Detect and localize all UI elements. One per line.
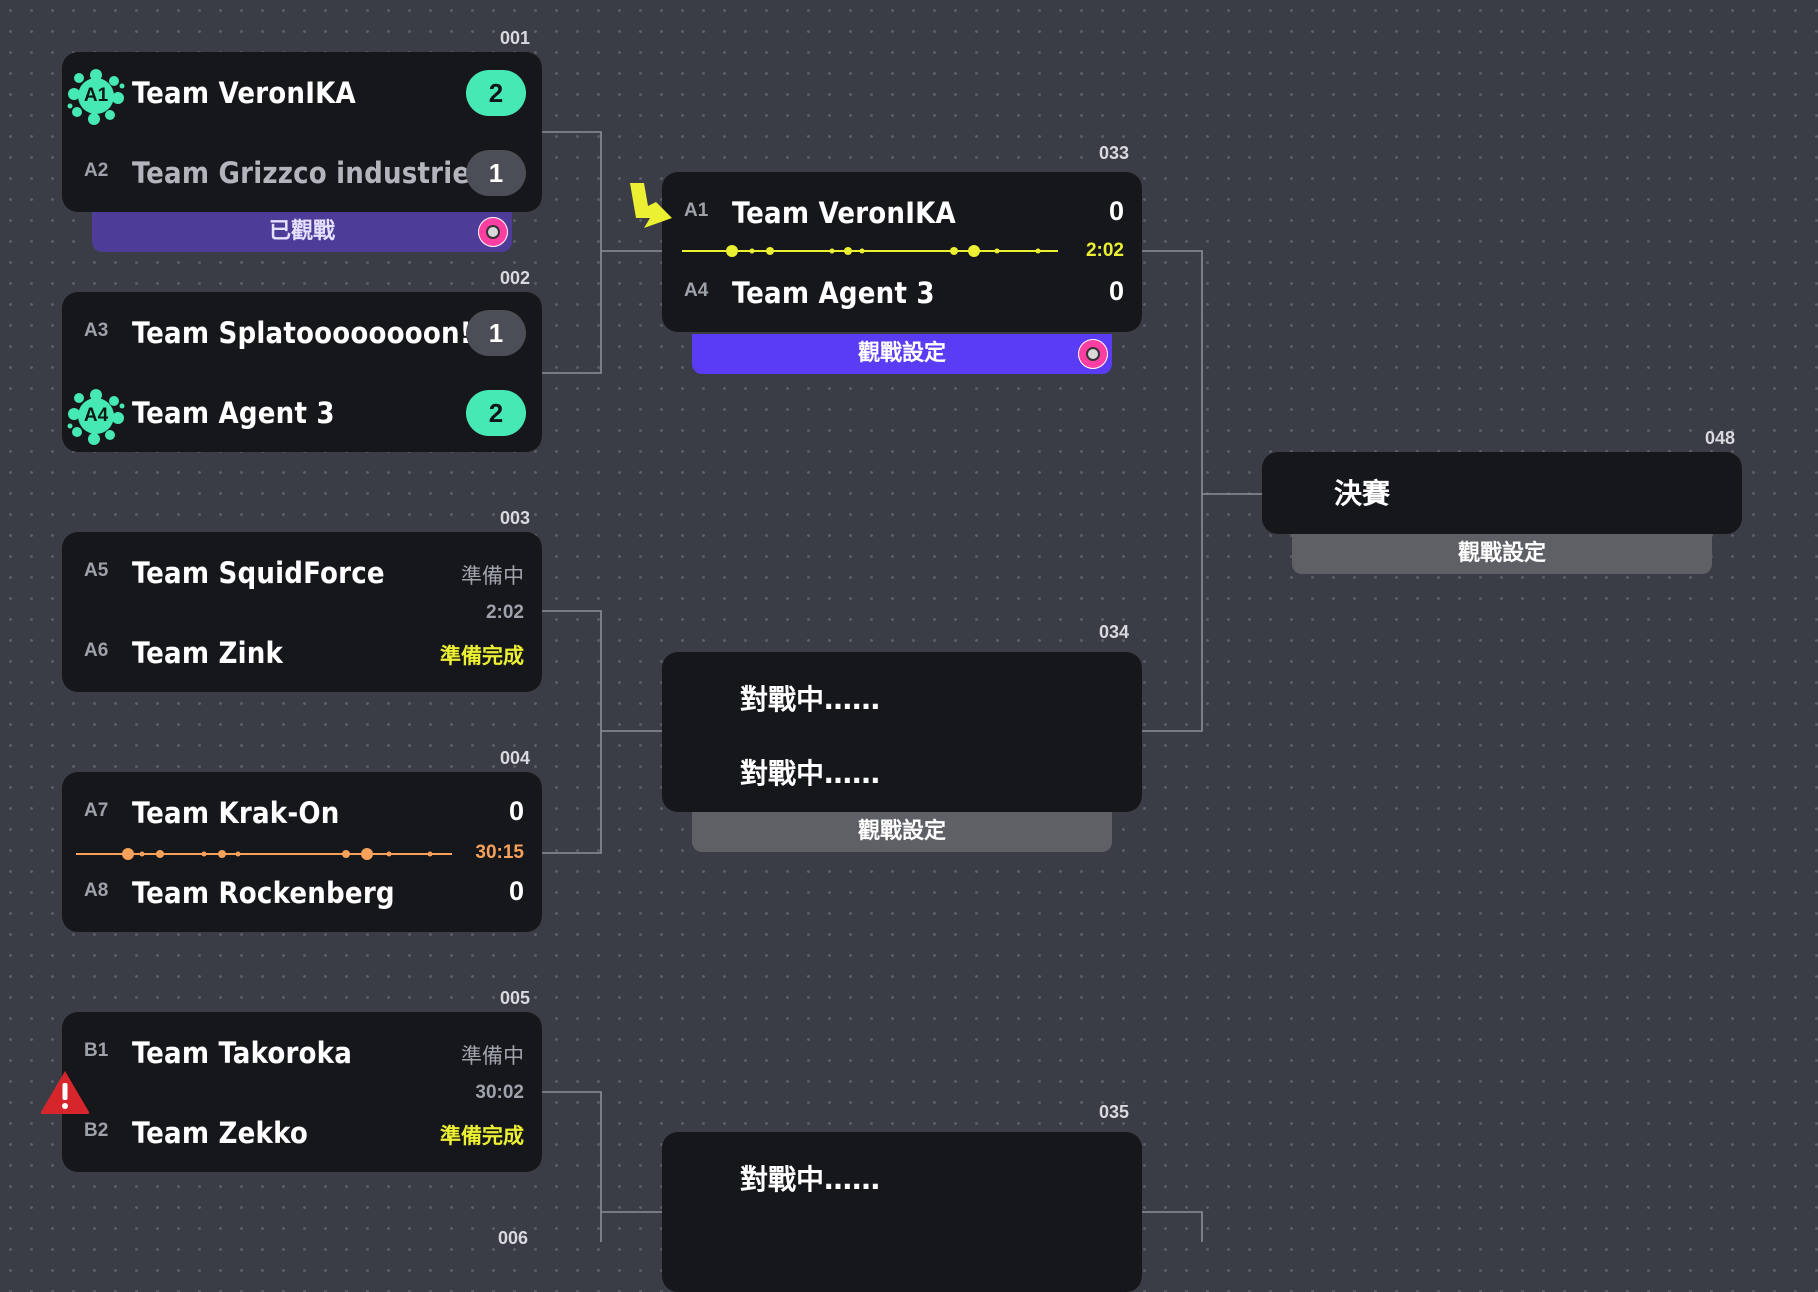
seed-label: B1	[84, 1040, 109, 1061]
match-number: 001	[500, 28, 531, 48]
status-preparing: 準備中	[461, 564, 524, 588]
match-card-004[interactable]: A7 Team Krak-On 0 30:15 A8 Team Rockenbe…	[62, 772, 542, 932]
arrow-icon	[630, 183, 672, 228]
match-number: 048	[1705, 428, 1736, 448]
spectate-settings-button[interactable]: 觀戰設定	[1292, 534, 1712, 574]
team-name: Team Zekko	[132, 1116, 308, 1150]
warning-icon[interactable]	[38, 1068, 92, 1116]
team-row: A8 Team Rockenberg 0	[62, 868, 542, 918]
seed-label: A7	[84, 800, 109, 821]
match-number: 004	[500, 748, 531, 768]
team-row: B1 Team Takoroka 準備中	[62, 1028, 542, 1078]
avatar-icon	[1078, 339, 1108, 369]
seed-label: A3	[84, 320, 109, 341]
watched-label: 已觀戰	[268, 219, 335, 244]
score-pill-winner: 2	[466, 390, 526, 436]
seed-label: A4	[684, 280, 709, 301]
seed-label: A1	[684, 200, 709, 221]
match-number: 002	[500, 268, 531, 288]
match-card-005[interactable]: B1 Team Takoroka 準備中 30:02 B2 Team Zekko…	[62, 1012, 542, 1172]
live-timer: 2:02	[1085, 240, 1124, 261]
match-number: 033	[1099, 143, 1130, 163]
team-name: Team Zink	[132, 636, 284, 670]
seed-label: A5	[84, 560, 109, 581]
team-row: A7 Team Krak-On 0	[62, 788, 542, 838]
team-name: Team Splatoooooooon!!	[132, 316, 484, 350]
status-preparing: 準備中	[461, 1044, 524, 1068]
seed-label: A1	[83, 85, 109, 106]
score-pill: 1	[466, 310, 526, 356]
team-row: A5 Team SquidForce 準備中	[62, 548, 542, 598]
spectate-settings-button[interactable]: 觀戰設定	[692, 334, 1112, 374]
team-row: A3 Team Splatoooooooon!! 1	[62, 308, 542, 358]
seed-label: A6	[84, 640, 109, 661]
team-name: Team Takoroka	[132, 1036, 353, 1070]
team-row: A1 Team VeronIKA 2	[62, 68, 542, 125]
score: 0	[508, 876, 524, 906]
team-name: Team Agent 3	[132, 396, 335, 430]
match-number: 006	[498, 1228, 529, 1248]
team-name: Team SquidForce	[132, 556, 385, 590]
team-row: A1 Team VeronIKA 0	[662, 188, 1142, 238]
team-row: B2 Team Zekko 準備完成	[62, 1108, 542, 1158]
match-number: 034	[1099, 622, 1130, 642]
match-card-002[interactable]: A3 Team Splatoooooooon!! 1 A4 Team Agent…	[62, 292, 542, 452]
match-card-034[interactable]: 對戰中…… 對戰中……	[662, 652, 1142, 812]
team-row: A4 Team Agent 3 2	[62, 388, 542, 445]
seed-label: B2	[84, 1120, 109, 1141]
match-timer: 30:02	[475, 1082, 524, 1103]
team-name: Team Rockenberg	[132, 876, 395, 910]
avatar-icon	[478, 217, 508, 247]
match-number: 003	[500, 508, 531, 528]
team-name: Team Grizzco industries	[132, 156, 486, 190]
team-name: Team Agent 3	[732, 276, 935, 310]
score-pill: 1	[466, 150, 526, 196]
pending-slot: 對戰中……	[740, 683, 881, 716]
status-ready: 準備完成	[440, 1124, 524, 1148]
team-row: A2 Team Grizzco industries 1	[62, 148, 542, 198]
match-number: 035	[1099, 1102, 1130, 1122]
seed-label: A4	[83, 405, 109, 426]
team-row: A6 Team Zink 準備完成	[62, 628, 542, 678]
live-progress-track	[682, 245, 1058, 257]
match-card-033[interactable]: A1 Team VeronIKA 0 2:02 A4 Team Agent 3 …	[662, 172, 1142, 332]
live-timer: 30:15	[475, 842, 524, 863]
score: 0	[1108, 276, 1124, 306]
spectate-settings-label: 觀戰設定	[857, 819, 946, 844]
splat-icon: A1	[66, 66, 126, 126]
team-name: Team VeronIKA	[132, 76, 356, 110]
score-pill-winner: 2	[466, 70, 526, 116]
match-card-003[interactable]: A5 Team SquidForce 準備中 2:02 A6 Team Zink…	[62, 532, 542, 692]
spectate-settings-label: 觀戰設定	[1457, 541, 1546, 566]
score: 0	[508, 796, 524, 826]
team-row: A4 Team Agent 3 0	[662, 268, 1142, 318]
seed-label: A8	[84, 880, 109, 901]
pending-slot: 對戰中……	[740, 757, 881, 790]
seed-label: A2	[84, 160, 109, 181]
spectate-settings-button[interactable]: 觀戰設定	[692, 812, 1112, 852]
pending-slot: 對戰中……	[740, 1163, 881, 1196]
score: 0	[1108, 196, 1124, 226]
match-timer: 2:02	[485, 602, 524, 623]
match-number: 005	[500, 988, 531, 1008]
team-name: Team VeronIKA	[732, 196, 956, 230]
final-label: 決賽	[1334, 477, 1391, 510]
match-card-final[interactable]: 決賽	[1262, 452, 1742, 534]
team-name: Team Krak-On	[132, 796, 340, 830]
match-card-001[interactable]: A1 Team VeronIKA 2 A2 Team Grizzco indus…	[62, 52, 542, 212]
live-progress-track	[76, 848, 452, 860]
status-ready: 準備完成	[440, 644, 524, 668]
splat-icon: A4	[66, 386, 126, 446]
spectate-settings-label: 觀戰設定	[857, 341, 946, 366]
match-card-035[interactable]: 對戰中……	[662, 1132, 1142, 1292]
watched-bar[interactable]: 已觀戰	[92, 212, 512, 252]
